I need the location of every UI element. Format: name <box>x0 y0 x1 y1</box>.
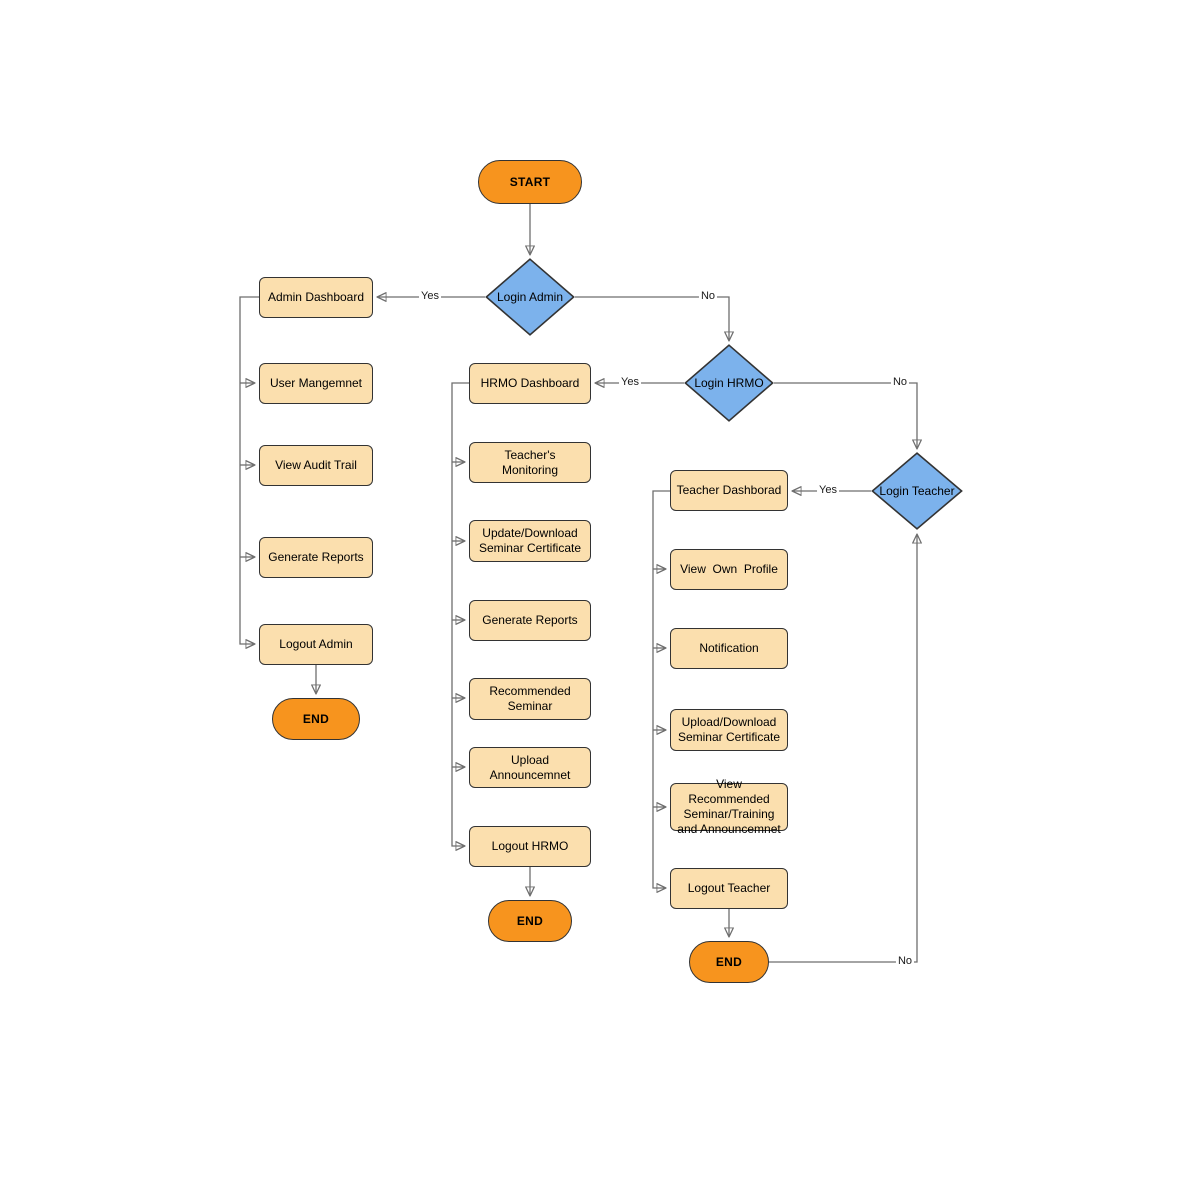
node-login-teacher-label: Login Teacher <box>879 483 955 498</box>
diamond-shape <box>684 344 774 422</box>
node-update-download-seminar-certificate: Update/Download Seminar Certificate <box>469 520 591 562</box>
node-login-hrmo-label: Login HRMO <box>694 375 764 390</box>
edge-label-login-teacher-no: No <box>895 955 915 967</box>
node-login-hrmo: Login HRMO <box>684 344 774 422</box>
node-recommended-seminar-label: Recommended Seminar <box>489 684 571 713</box>
edge-admin-trunk <box>239 296 259 644</box>
edge-label-login-admin-yes: Yes <box>419 290 441 302</box>
node-end-hrmo-label: END <box>516 913 544 928</box>
node-upload-download-teacher-label: Upload/Download Seminar Certificate <box>677 715 781 744</box>
node-end-teacher-label: END <box>715 954 743 969</box>
node-hrmo-dashboard-label: HRMO Dashboard <box>480 376 580 390</box>
edge-label-login-hrmo-yes: Yes <box>619 376 641 388</box>
node-logout-teacher: Logout Teacher <box>670 868 788 909</box>
node-upload-download-seminar-certificate: Upload/Download Seminar Certificate <box>670 709 788 751</box>
node-user-mangemnet-label: User Mangemnet <box>269 376 363 390</box>
edge-login-admin-no <box>575 296 729 340</box>
node-logout-admin: Logout Admin <box>259 624 373 665</box>
node-view-own-profile: View Own Profile <box>670 549 788 590</box>
node-generate-reports-hrmo-label: Generate Reports <box>482 613 578 627</box>
node-update-download-label: Update/Download Seminar Certificate <box>478 526 582 555</box>
node-teachers-monitoring-label: Teacher's Monitoring <box>501 447 563 477</box>
node-logout-hrmo: Logout HRMO <box>469 826 591 867</box>
node-end-hrmo: END <box>488 900 572 942</box>
node-login-teacher: Login Teacher <box>871 452 963 530</box>
edge-teacher-trunk <box>652 490 670 888</box>
node-user-mangemnet: User Mangemnet <box>259 363 373 404</box>
diamond-shape <box>485 258 575 336</box>
node-end-admin-label: END <box>302 711 330 726</box>
node-admin-dashboard: Admin Dashboard <box>259 277 373 318</box>
node-logout-admin-label: Logout Admin <box>279 637 353 651</box>
node-end-admin: END <box>272 698 360 740</box>
node-notification: Notification <box>670 628 788 669</box>
edge-hrmo-trunk <box>451 382 469 846</box>
node-generate-reports-hrmo: Generate Reports <box>469 600 591 641</box>
node-logout-hrmo-label: Logout HRMO <box>491 839 569 853</box>
node-view-recommended-label: View Recommended Seminar/Training and An… <box>677 777 781 836</box>
node-login-admin-label: Login Admin <box>496 289 564 304</box>
node-hrmo-dashboard: HRMO Dashboard <box>469 363 591 404</box>
node-teachers-monitoring: Teacher's Monitoring <box>469 442 591 483</box>
node-view-audit-trail: View Audit Trail <box>259 445 373 486</box>
node-upload-announcemnet: Upload Announcemnet <box>469 747 591 788</box>
node-generate-reports-admin: Generate Reports <box>259 537 373 578</box>
edge-label-login-admin-no: No <box>698 290 718 302</box>
diamond-shape <box>871 452 963 530</box>
node-notification-label: Notification <box>699 641 759 655</box>
edge-login-teacher-no-loop <box>769 535 917 963</box>
node-admin-dashboard-label: Admin Dashboard <box>267 290 365 304</box>
node-view-own-profile-label: View Own Profile <box>680 562 778 576</box>
node-view-audit-trail-label: View Audit Trail <box>275 458 357 472</box>
node-end-teacher: END <box>689 941 769 983</box>
edge-label-login-hrmo-no: No <box>890 376 910 388</box>
node-login-admin: Login Admin <box>485 258 575 336</box>
node-upload-announcemnet-label: Upload Announcemnet <box>489 752 571 782</box>
node-start: START <box>478 160 582 204</box>
node-logout-teacher-label: Logout Teacher <box>687 881 771 895</box>
node-recommended-seminar: Recommended Seminar <box>469 678 591 720</box>
node-generate-reports-admin-label: Generate Reports <box>268 550 364 564</box>
edge-label-login-teacher-yes: Yes <box>817 484 839 496</box>
node-teacher-dashborad: Teacher Dashborad <box>670 470 788 511</box>
node-view-recommended-seminar-training: View Recommended Seminar/Training and An… <box>670 777 788 836</box>
node-start-label: START <box>509 174 551 189</box>
edge-login-hrmo-no <box>774 382 917 448</box>
node-teacher-dashborad-label: Teacher Dashborad <box>676 483 782 497</box>
